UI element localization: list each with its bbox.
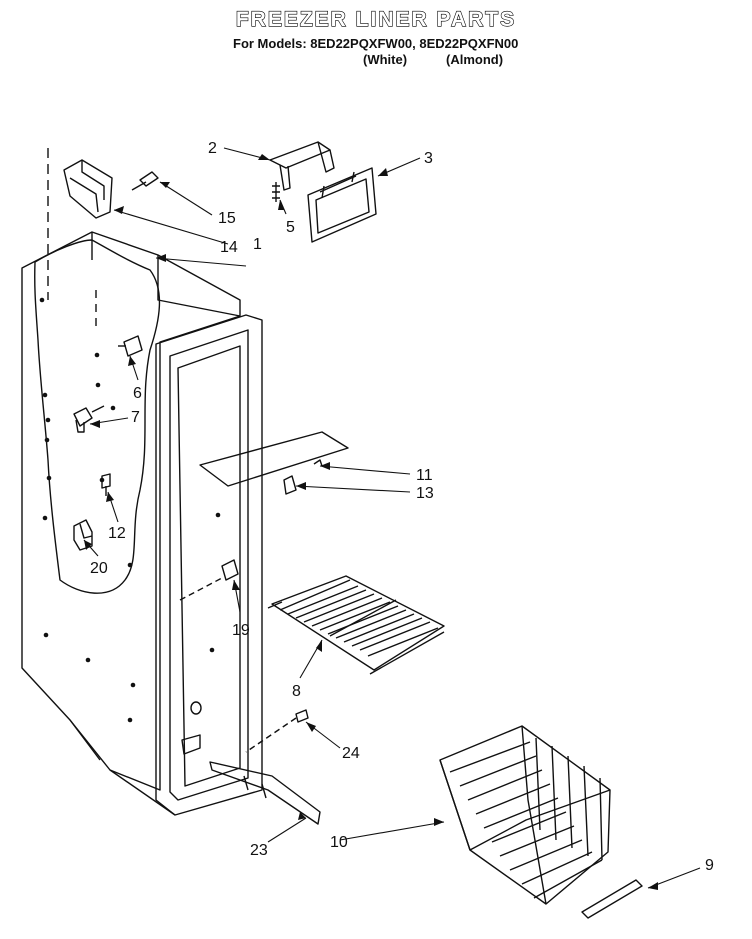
callout-13: 13 — [416, 485, 434, 502]
part-11-13-panel — [199, 431, 349, 495]
callout-23: 23 — [250, 842, 268, 859]
leader-lines — [83, 147, 701, 889]
callout-labels: 1 2 3 5 6 7 8 9 10 11 12 13 14 15 19 20 … — [90, 140, 714, 874]
callout-1: 1 — [253, 236, 262, 253]
callout-10: 10 — [330, 834, 348, 851]
part-3-lamp-housing — [307, 167, 377, 243]
part-20-block — [73, 519, 93, 551]
callout-9: 9 — [705, 857, 714, 874]
callout-14: 14 — [220, 239, 238, 256]
part-9-rail — [581, 879, 643, 919]
variant-white: (White) — [363, 52, 408, 67]
callout-12: 12 — [108, 525, 126, 542]
part-10-wire-basket — [439, 725, 611, 905]
callout-6: 6 — [133, 385, 142, 402]
part-23-rail — [209, 761, 321, 825]
leader-arrowheads — [84, 154, 658, 890]
part-7-fitting — [73, 405, 105, 433]
part-8-wire-shelf — [267, 575, 445, 675]
part-15-screw — [131, 171, 159, 191]
part-19-clip — [179, 559, 239, 601]
callout-3: 3 — [424, 150, 433, 167]
freezer-liner-body — [21, 148, 263, 816]
part-24-screw — [245, 709, 309, 753]
callout-15: 15 — [218, 210, 236, 227]
part-12-screw — [101, 473, 111, 496]
part-5-screw — [272, 182, 280, 202]
page-title: FREEZER LINER PARTS — [235, 7, 517, 31]
callout-5: 5 — [286, 219, 295, 236]
callout-8: 8 — [292, 683, 301, 700]
part-6-clip — [118, 335, 143, 357]
part-14-bracket — [63, 159, 113, 219]
variant-almond: (Almond) — [446, 52, 504, 67]
callout-19: 19 — [232, 622, 250, 639]
callout-11: 11 — [416, 467, 433, 484]
part-2-hinge-bracket — [269, 141, 335, 191]
callout-7: 7 — [131, 409, 140, 426]
callout-20: 20 — [90, 560, 108, 577]
callout-2: 2 — [208, 140, 217, 157]
callout-24: 24 — [342, 745, 360, 762]
models-line: For Models: 8ED22PQXFW00, 8ED22PQXFN00 — [233, 36, 519, 51]
